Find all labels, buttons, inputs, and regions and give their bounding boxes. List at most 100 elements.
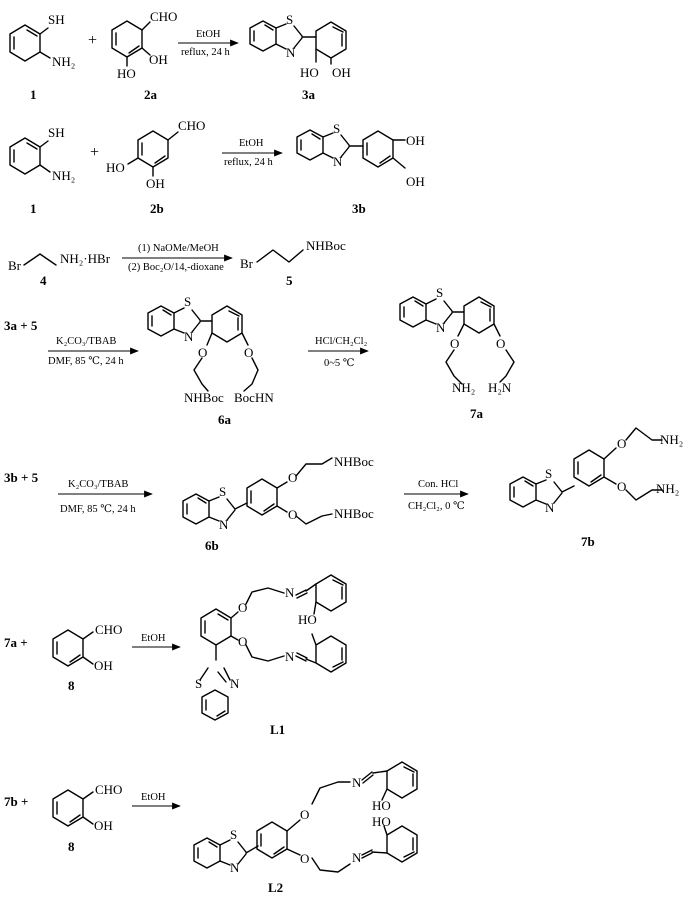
hydroxyl-label: HO bbox=[117, 66, 136, 81]
hydroxyl-label: HO bbox=[372, 814, 391, 829]
compound-5: Br NHBoc 5 bbox=[240, 238, 346, 288]
ligand-L1: O O N N HO HO S N L1 bbox=[195, 574, 347, 737]
sulfur-label: S bbox=[230, 827, 237, 842]
step1-label: (1) NaOMe/MeOH bbox=[138, 243, 219, 254]
amine-label: NH₂ bbox=[660, 432, 683, 447]
nitrogen-label: N bbox=[545, 500, 555, 515]
boc-amine-label: NHBoc bbox=[334, 506, 374, 521]
hydroxyl-label: HO bbox=[372, 798, 391, 813]
ligand-L2: S N O O N N HO HO L2 bbox=[193, 761, 418, 895]
amine-label: H₂N bbox=[488, 380, 512, 395]
compound-number-1: 1 bbox=[30, 87, 37, 102]
oxygen-label: O bbox=[300, 851, 309, 866]
reagent-label: K₂CO₃/TBAB bbox=[68, 479, 128, 490]
compound-8-row6: CHO OH 8 bbox=[52, 622, 122, 693]
reagent-label: EtOH bbox=[141, 792, 166, 803]
compound-2b: CHO HO OH 2b bbox=[106, 118, 205, 216]
amine-hydrobromide-label: NH₂·HBr bbox=[60, 251, 111, 266]
compound-7b: S N O O NH₂ NH₂ 7b bbox=[509, 427, 683, 549]
nitrogen-label: N bbox=[230, 860, 240, 875]
compound-number-3a: 3a bbox=[302, 87, 316, 102]
oxygen-label: O bbox=[450, 336, 459, 351]
hydroxyl-label: HO bbox=[106, 160, 125, 175]
nitrogen-label: N bbox=[333, 154, 343, 169]
reaction-arrow-2: EtOH reflux, 24 h bbox=[222, 138, 283, 168]
reactants-label: 3a + 5 bbox=[4, 318, 38, 333]
reagent-label: HCl/CH₂Cl₂ bbox=[315, 336, 368, 347]
sulfur-label: S bbox=[286, 12, 293, 27]
compound-1-row1: SH NH₂ 1 bbox=[9, 12, 75, 102]
compound-3b: S N OH OH 3b bbox=[296, 121, 425, 216]
reactants-label: 3b + 5 bbox=[4, 470, 39, 485]
hydroxyl-label: OH bbox=[94, 658, 113, 673]
step2-label: (2) Boc₂O/14,-dioxane bbox=[128, 262, 224, 273]
compound-number-6a: 6a bbox=[218, 412, 232, 427]
compound-7a: S N O O NH₂ H₂N 7a bbox=[399, 285, 515, 421]
compound-number-6b: 6b bbox=[205, 538, 219, 553]
compound-6b: S N O O NHBoc NHBoc 6b bbox=[182, 454, 374, 553]
reaction-arrow-8: EtOH bbox=[132, 633, 181, 651]
plus-sign: + bbox=[90, 144, 99, 161]
hydroxyl-label: OH bbox=[406, 133, 425, 148]
compound-number-1: 1 bbox=[30, 201, 37, 216]
reactant-label: 7a + bbox=[4, 635, 28, 650]
compound-number-7a: 7a bbox=[470, 406, 484, 421]
nitrogen-label: N bbox=[286, 45, 296, 60]
reaction-arrow-9: EtOH bbox=[132, 792, 181, 810]
compound-number-2a: 2a bbox=[144, 87, 158, 102]
oxygen-label: O bbox=[496, 336, 505, 351]
nitrogen-label: N bbox=[230, 676, 240, 691]
conditions-label: 0~5 ℃ bbox=[324, 358, 355, 369]
oxygen-label: O bbox=[617, 479, 626, 494]
compound-number-5: 5 bbox=[286, 273, 293, 288]
sulfur-label: S bbox=[195, 676, 202, 691]
oxygen-label: O bbox=[617, 436, 626, 451]
reagent-label: EtOH bbox=[239, 138, 264, 149]
bromine-label: Br bbox=[8, 258, 22, 273]
imine-nitrogen-label: N bbox=[285, 649, 295, 664]
hydroxyl-label: OH bbox=[406, 174, 425, 189]
aldehyde-label: CHO bbox=[178, 118, 205, 133]
amine-label: NH₂ bbox=[52, 54, 75, 69]
boc-amine-label: BocHN bbox=[234, 390, 274, 405]
ligand-label-L2: L2 bbox=[268, 880, 283, 895]
sulfur-label: S bbox=[333, 121, 340, 136]
aldehyde-label: CHO bbox=[95, 782, 122, 797]
amine-label: NH₂ bbox=[452, 380, 475, 395]
compound-number-4: 4 bbox=[40, 273, 47, 288]
reagent-label: EtOH bbox=[141, 633, 166, 644]
conditions-label: reflux, 24 h bbox=[224, 157, 273, 168]
hydroxyl-label: OH bbox=[149, 52, 168, 67]
sulfur-label: S bbox=[184, 294, 191, 309]
compound-number-8: 8 bbox=[68, 678, 75, 693]
compound-number-8: 8 bbox=[68, 839, 75, 854]
aldehyde-label: CHO bbox=[150, 9, 177, 24]
compound-6a: S N O O NHBoc BocHN 6a bbox=[147, 294, 274, 427]
amine-label: NH₂ bbox=[52, 168, 75, 183]
imine-nitrogen-label: N bbox=[285, 585, 295, 600]
thiol-label: SH bbox=[48, 12, 65, 27]
compound-number-7b: 7b bbox=[581, 534, 595, 549]
compound-1-row2: SH NH₂ 1 bbox=[9, 125, 75, 216]
imine-nitrogen-label: N bbox=[352, 775, 362, 790]
reaction-arrow-5: HCl/CH₂Cl₂ 0~5 ℃ bbox=[308, 336, 369, 369]
conditions-label: reflux, 24 h bbox=[181, 47, 230, 58]
sulfur-label: S bbox=[545, 466, 552, 481]
compound-number-3b: 3b bbox=[352, 201, 366, 216]
reaction-arrow-6: K₂CO₃/TBAB DMF, 85 ℃, 24 h bbox=[58, 479, 153, 515]
hydroxyl-label: OH bbox=[94, 818, 113, 833]
hydroxyl-label: OH bbox=[146, 176, 165, 191]
boc-amine-label: NHBoc bbox=[306, 238, 346, 253]
compound-8-row7: CHO OH 8 bbox=[52, 782, 122, 854]
nitrogen-label: N bbox=[219, 517, 229, 532]
oxygen-label: O bbox=[300, 807, 309, 822]
thiol-label: SH bbox=[48, 125, 65, 140]
oxygen-label: O bbox=[238, 600, 247, 615]
reagent-label: Con. HCl bbox=[418, 479, 458, 490]
compound-4: Br NH₂·HBr 4 bbox=[8, 251, 111, 288]
bromine-label: Br bbox=[240, 256, 254, 271]
oxygen-label: O bbox=[244, 345, 253, 360]
nitrogen-label: N bbox=[436, 320, 446, 335]
reaction-arrow-1: EtOH reflux, 24 h bbox=[178, 29, 239, 58]
